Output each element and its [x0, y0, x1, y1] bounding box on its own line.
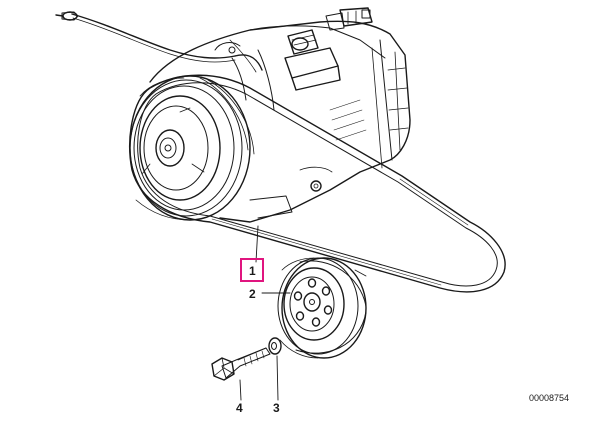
leader-line-3 — [276, 355, 279, 401]
callout-2[interactable]: 2 — [249, 287, 256, 301]
leader-lines — [239, 225, 291, 401]
drive-belt — [129, 74, 506, 293]
callout-4[interactable]: 4 — [236, 401, 243, 415]
bolt — [211, 347, 271, 381]
compressor-body — [149, 7, 411, 223]
callout-3[interactable]: 3 — [273, 401, 280, 415]
wire-harness — [55, 11, 263, 71]
crankshaft-pulley — [277, 257, 367, 359]
highlight-box-part-1 — [240, 258, 264, 282]
washer — [268, 337, 282, 355]
leader-line-1 — [255, 225, 259, 263]
callout-1[interactable]: 1 — [249, 264, 256, 278]
diagram-number: 00008754 — [529, 393, 570, 403]
leader-line-4 — [239, 379, 242, 401]
